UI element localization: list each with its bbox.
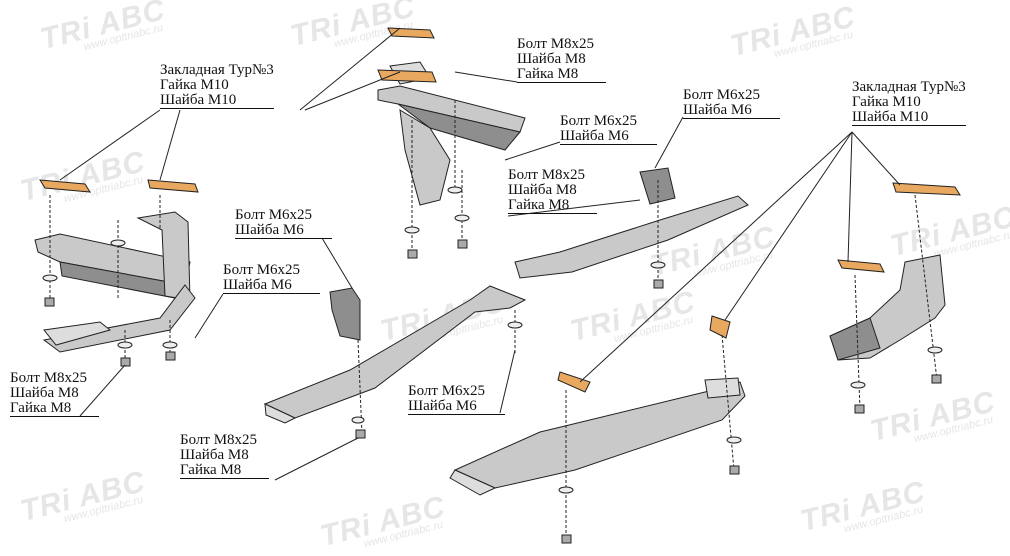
- callout-line: Болт М8х25: [517, 36, 595, 52]
- callout-line: Гайка М8: [10, 401, 100, 417]
- callout-line: Болт М8х25: [180, 432, 258, 448]
- callout-line: Шайба М10: [160, 93, 274, 109]
- fasteners: [42, 186, 943, 544]
- callout-line: Закладная Тур№3: [852, 79, 966, 95]
- callout-line: Шайба М10: [852, 110, 966, 126]
- callout-line: Шайба М8: [180, 447, 249, 463]
- embedded-brackets: [39, 27, 961, 393]
- bottom-right-rail: [449, 377, 746, 496]
- callout-line: Закладная Тур№3: [160, 62, 274, 78]
- leader-lines: [59, 27, 901, 481]
- callout-line: Шайба М8: [10, 385, 79, 401]
- callout-line: Шайба М6: [235, 223, 332, 239]
- callout-line: Шайба М6: [408, 399, 505, 415]
- callout-line: Гайка М8: [180, 463, 270, 479]
- callout-line: Болт М6х25: [223, 262, 301, 278]
- callout-line: Гайка М10: [852, 94, 921, 110]
- callout-line: Болт М8х25: [508, 167, 586, 183]
- far-right-rail-assembly: [829, 254, 946, 361]
- left-rail-assembly: [34, 211, 196, 353]
- callout-line: Болт М6х25: [408, 383, 486, 399]
- callout-line: Шайба М6: [223, 278, 320, 294]
- callout-line: Болт М8х25: [10, 370, 88, 386]
- center-long-rail: [263, 285, 527, 424]
- callout-line: Гайка М10: [160, 77, 229, 93]
- callout-line: Гайка М8: [517, 67, 607, 83]
- callout-line: Болт М6х25: [235, 207, 313, 223]
- callout-line: Шайба М8: [508, 182, 577, 198]
- top-center-rail-assembly: [377, 61, 526, 206]
- callout-line: Гайка М8: [508, 198, 598, 214]
- callout-line: Шайба М8: [517, 51, 586, 67]
- callout-line: Шайба М6: [560, 129, 657, 145]
- callout-line: Болт М6х25: [560, 113, 638, 129]
- callout-line: Шайба М6: [683, 103, 780, 119]
- callout-line: Болт М6х25: [683, 87, 761, 103]
